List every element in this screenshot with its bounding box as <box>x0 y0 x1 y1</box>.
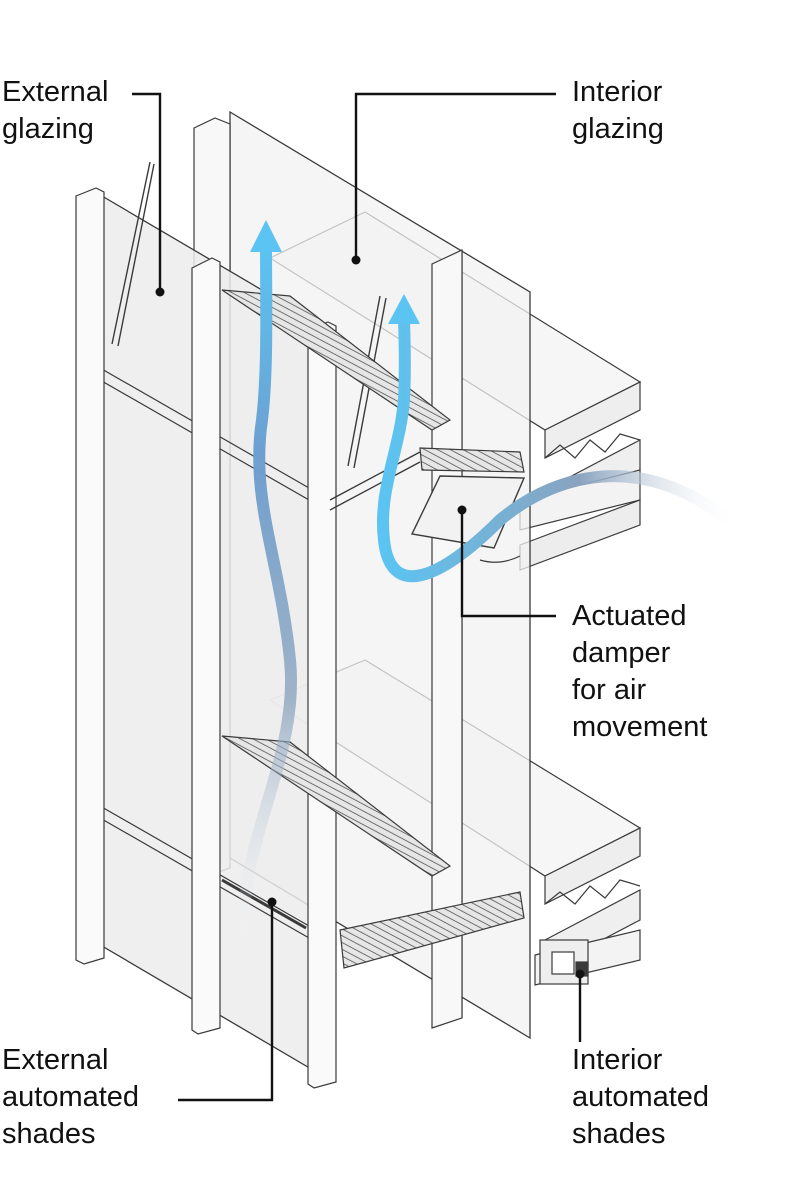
airflow-arrowhead-cavity <box>250 220 282 252</box>
leader-interior-glazing <box>354 92 556 258</box>
label-interior-automated-shades: Interior automated shades <box>572 1044 710 1150</box>
label-external-automated-shades: External automated shades <box>2 1044 140 1150</box>
external-mullion-middle <box>191 257 221 1035</box>
label-external-glazing: External glazing <box>2 76 109 145</box>
airflow-arrow-damper <box>377 310 746 583</box>
leader-external-shades <box>178 904 274 1102</box>
airflow-arrow-cavity <box>237 238 298 956</box>
external-shade-rail <box>221 878 307 930</box>
external-shade-upper <box>221 289 525 473</box>
leader-lines <box>132 92 582 1102</box>
leader-dots <box>155 255 585 979</box>
external-mullion-left <box>75 187 105 965</box>
label-actuated-damper: Actuated damper for air movement <box>572 600 708 743</box>
leader-external-glazing <box>132 92 162 290</box>
leader-damper <box>460 512 556 618</box>
interior-shade-housing <box>539 939 589 985</box>
external-mullion-right <box>307 321 337 1089</box>
cavity-brackets <box>111 161 421 511</box>
damper-hinge-arc <box>479 555 521 563</box>
airflow-arrowhead-damper <box>388 294 420 324</box>
label-interior-glazing: Interior glazing <box>572 76 664 145</box>
